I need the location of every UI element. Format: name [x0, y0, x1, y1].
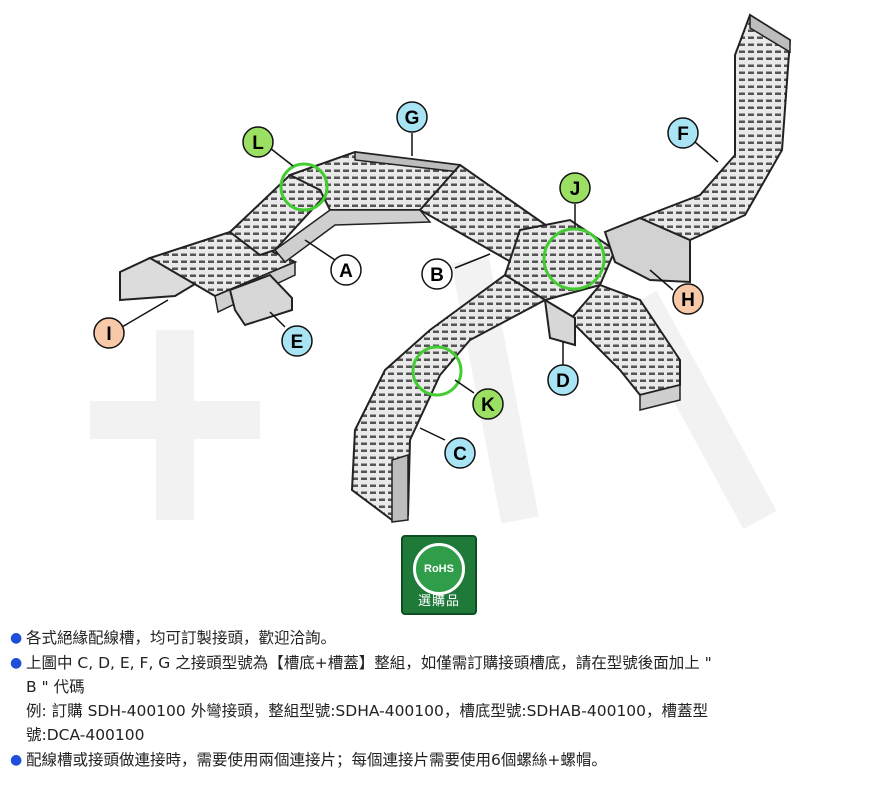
note-text: B " 代碼: [26, 678, 85, 696]
note-text: 上圖中 C, D, E, F, G 之接頭型號為【槽底+槽蓋】整組，如僅需訂購接…: [26, 654, 712, 672]
label-k: L: [242, 126, 274, 158]
label-b-text: B: [430, 265, 444, 286]
label-i-text: I: [106, 324, 111, 345]
note-text: 各式絕緣配線槽，均可訂製接頭，歡迎洽詢。: [26, 629, 337, 647]
highlight-rings: [279, 162, 606, 397]
bullet-icon: ●: [10, 655, 23, 671]
note-example: 號:DCA-400100: [26, 726, 145, 744]
label-c: C: [444, 437, 476, 469]
rohs-logo: RoHS: [413, 543, 465, 595]
note-item: ● 配線槽或接頭做連接時，需要使用兩個連接片；每個連接片需要使用6個螺絲+螺帽。: [10, 748, 870, 772]
tray-wall-a: [273, 209, 432, 264]
label-f-text: E: [291, 332, 304, 353]
tray-section-right: [568, 283, 681, 397]
label-e-text: G: [405, 108, 420, 129]
cable-tray-diagram: L G F J A B H I E D K C: [90, 13, 792, 530]
label-l: K: [472, 388, 504, 420]
label-c-text: C: [453, 444, 467, 465]
label-k-text: L: [252, 133, 264, 154]
label-f: E: [281, 325, 313, 357]
label-g-text: D: [556, 371, 570, 392]
highlight-ring-j: [542, 227, 606, 291]
bullet-icon: ●: [10, 630, 23, 646]
optional-purchase-tag: 選購品: [417, 594, 460, 609]
label-d: F: [667, 117, 699, 149]
bullet-icon: ●: [10, 752, 23, 768]
label-j-text: J: [570, 179, 581, 200]
label-l-text: K: [481, 395, 495, 416]
notes-list: ● 各式絕緣配線槽，均可訂製接頭，歡迎洽詢。 ● 上圖中 C, D, E, F,…: [10, 626, 870, 773]
tray-body: [119, 13, 792, 523]
label-b: B: [421, 258, 453, 290]
note-text: 配線槽或接頭做連接時，需要使用兩個連接片；每個連接片需要使用6個螺絲+螺帽。: [26, 751, 607, 769]
label-g: D: [547, 364, 579, 396]
label-a-text: A: [339, 261, 353, 282]
label-j: J: [559, 172, 591, 204]
label-h: H: [672, 283, 704, 315]
tray-section-d: [637, 13, 792, 242]
leader-lines: [121, 133, 719, 441]
tray-section-g: [543, 298, 576, 347]
highlight-ring-l: [411, 345, 463, 397]
note-item: ● 上圖中 C, D, E, F, G 之接頭型號為【槽底+槽蓋】整組，如僅需訂…: [10, 651, 870, 747]
note-item: ● 各式絕緣配線槽，均可訂製接頭，歡迎洽詢。: [10, 626, 870, 650]
note-example: 例: 訂購 SDH-400100 外彎接頭，整組型號:SDHA-400100，槽…: [26, 702, 709, 720]
label-e: G: [396, 101, 428, 133]
tray-section-i: [119, 256, 208, 302]
label-h-text: H: [681, 290, 695, 311]
tray-section-f: [228, 273, 293, 327]
highlight-ring-k: [279, 162, 329, 212]
label-i: I: [93, 317, 125, 349]
label-a: A: [330, 254, 362, 286]
rohs-badge: RoHS 選購品: [401, 535, 477, 615]
label-d-text: F: [677, 124, 689, 145]
